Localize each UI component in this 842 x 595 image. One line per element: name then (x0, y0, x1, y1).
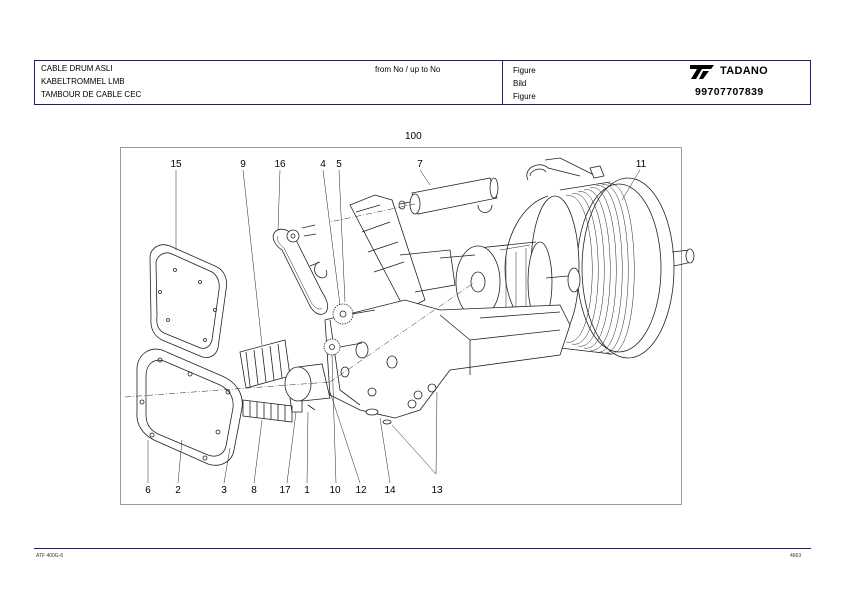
cover-gasket (149, 244, 227, 358)
footer-model-code: ATF 400G-6 (36, 553, 64, 559)
callout-5: 5 (336, 159, 342, 170)
gear-set (309, 261, 376, 356)
figure-label-fr: Figure (513, 92, 536, 101)
sensor-housing (284, 363, 331, 413)
callout-16: 16 (274, 159, 286, 170)
figure-label-en: Figure (513, 66, 536, 75)
title-line-de: KABELTROMMEL LMB (41, 77, 125, 86)
callout-11: 11 (636, 159, 647, 170)
callout-3: 3 (221, 485, 227, 496)
callout-14: 14 (384, 485, 396, 496)
footer-page-code: 4663 (790, 553, 802, 559)
drawing-frame (120, 147, 682, 505)
lock-pin (526, 157, 605, 181)
seal-part (382, 419, 392, 425)
axis-lines (124, 203, 476, 398)
callout-1: 1 (304, 485, 310, 496)
title-line-en: CABLE DRUM ASLI (41, 64, 113, 73)
callout-13: 13 (431, 485, 443, 496)
header-divider (502, 61, 503, 104)
title-block: CABLE DRUM ASLI KABELTROMMEL LMB TAMBOUR… (34, 60, 811, 105)
front-cover (136, 348, 243, 466)
document-number: 99707707839 (695, 86, 764, 98)
figure-number: 100 (405, 131, 422, 142)
slip-ring-block (239, 339, 291, 389)
leader-lines (147, 169, 641, 484)
title-line-fr: TAMBOUR DE CABLE CEC (41, 90, 142, 99)
figure-label-de: Bild (513, 79, 527, 88)
terminal-strip (242, 399, 293, 423)
callout-8: 8 (251, 485, 257, 496)
serial-range-text: from No / up to No (375, 65, 441, 74)
frame-housing (324, 194, 571, 419)
callout-10: 10 (329, 485, 341, 496)
footer-rule (34, 548, 811, 549)
callout-4: 4 (320, 159, 326, 170)
callout-15: 15 (170, 159, 182, 170)
callout-17: 17 (279, 485, 291, 496)
brand-name: TADANO (720, 65, 769, 77)
drive-belt (272, 224, 329, 315)
callout-9: 9 (240, 159, 246, 170)
tadano-logo-icon (690, 65, 714, 79)
cylinder-part (398, 177, 499, 215)
plug-part (365, 408, 379, 416)
callout-2: 2 (175, 485, 181, 496)
callout-6: 6 (145, 485, 151, 496)
callout-7: 7 (417, 159, 423, 170)
callout-12: 12 (355, 485, 367, 496)
callout-labels: 15 9 16 4 5 7 11 6 2 3 8 17 1 10 12 14 1… (145, 159, 646, 496)
